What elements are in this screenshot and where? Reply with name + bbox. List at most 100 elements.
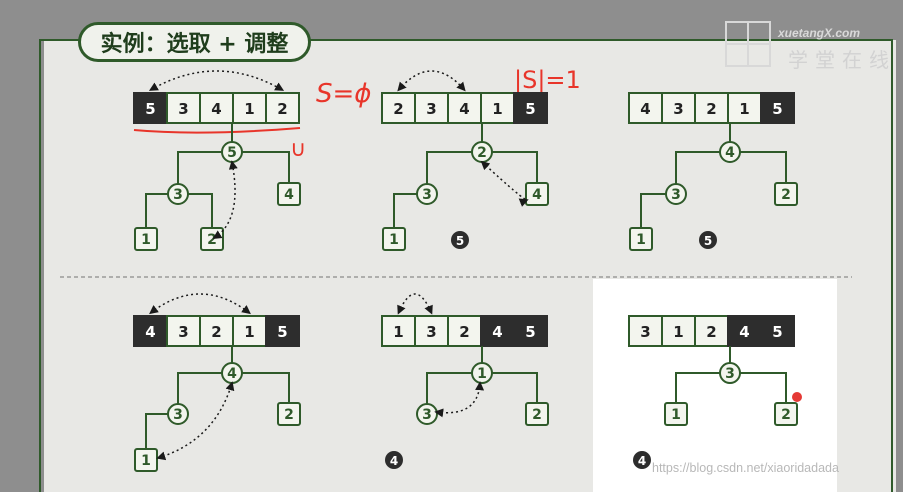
- logo-brand: xuetangX.com: [778, 26, 861, 40]
- array-cell: [661, 315, 696, 347]
- tree-node: 3: [422, 187, 432, 203]
- array-value: 5: [525, 323, 535, 341]
- array-value: 1: [673, 323, 683, 341]
- array-value: 3: [673, 100, 683, 118]
- array-cell: [760, 92, 795, 124]
- tree-leaf: 4: [284, 187, 294, 203]
- tree-leaf: 2: [207, 232, 217, 248]
- result-value: 4: [390, 454, 398, 468]
- array-value: 4: [145, 323, 155, 341]
- tree-leaf: 1: [636, 232, 646, 248]
- tree-node-circle: [167, 183, 189, 205]
- array-value: 3: [426, 323, 436, 341]
- swap-arc: [148, 70, 285, 91]
- tree-edge: [492, 151, 538, 183]
- array-value: 2: [277, 100, 287, 118]
- tree-node: 3: [671, 187, 681, 203]
- tree-leaf: 2: [781, 187, 791, 203]
- array-value: 3: [640, 323, 650, 341]
- array-value: 4: [459, 100, 469, 118]
- array-cell: [447, 92, 482, 124]
- watermark: https://blog.csdn.net/xiaoridadada: [652, 461, 839, 475]
- result-dot: [633, 451, 651, 469]
- tree-edge: [426, 151, 472, 184]
- array-cell: [133, 92, 168, 124]
- array-cell: [133, 315, 168, 347]
- array-cell: [480, 92, 515, 124]
- tree-leaf-box: [629, 227, 653, 251]
- cursor-icon: [792, 392, 802, 402]
- tree-leaf-box: [525, 402, 549, 426]
- array-value: 5: [145, 100, 155, 118]
- array-cell: [265, 315, 300, 347]
- tree-node: 3: [422, 407, 432, 423]
- tree-leaf-box: [277, 402, 301, 426]
- tree-edge: [640, 193, 666, 228]
- array-cell: [199, 315, 234, 347]
- tree-edge: [145, 193, 168, 228]
- tree-root-circle: [719, 141, 741, 163]
- array-value: 4: [739, 323, 749, 341]
- array-cell: [513, 92, 548, 124]
- tree-leaf: 1: [671, 407, 681, 423]
- slide-border: [39, 39, 893, 492]
- tree-edge: [426, 372, 472, 404]
- annotation-union: ∪: [290, 137, 306, 162]
- array-value: 5: [525, 100, 535, 118]
- tree-root: 4: [227, 366, 237, 382]
- result-dot: [451, 231, 469, 249]
- logo-cn: 学堂在线: [788, 48, 896, 72]
- tree-root: 4: [725, 145, 735, 161]
- tree-leaf-box: [277, 182, 301, 206]
- tree-edge: [393, 193, 417, 228]
- percolate-arc: [212, 160, 238, 239]
- tree-leaf: 2: [781, 407, 791, 423]
- array-value: 1: [393, 323, 403, 341]
- swap-arc: [397, 293, 433, 315]
- array-value: 3: [426, 100, 436, 118]
- tree-edge: [675, 372, 720, 403]
- array-value: 1: [492, 100, 502, 118]
- array-value: 1: [244, 323, 254, 341]
- tree-edge: [492, 372, 538, 403]
- tree-leaf: 1: [141, 232, 151, 248]
- array-value: 5: [277, 323, 287, 341]
- tree-root: 2: [477, 145, 487, 161]
- tree-edge: [740, 372, 787, 403]
- array-cell: [760, 315, 795, 347]
- tree-edge: [177, 151, 222, 184]
- annotation-underline: [133, 127, 301, 134]
- tree-edge: [675, 151, 720, 184]
- array-cell: [265, 92, 300, 124]
- annotation-s-size: |S|=1: [514, 66, 581, 94]
- array-value: 3: [178, 100, 188, 118]
- tree-leaf-box: [774, 402, 798, 426]
- panel-2: 2 3 4 1 5 2 3 4 1 5: [381, 70, 549, 251]
- array-value: 4: [211, 100, 221, 118]
- tree-root: 5: [227, 145, 237, 161]
- highlight-panel: [593, 279, 837, 492]
- swap-arc: [149, 293, 251, 315]
- tree-node: 3: [173, 407, 183, 423]
- tree-leaf-box: [774, 182, 798, 206]
- tree-leaf: 4: [532, 187, 542, 203]
- array-value: 5: [772, 100, 782, 118]
- array-value: 2: [393, 100, 403, 118]
- result-value: 5: [456, 234, 464, 248]
- array-value: 2: [459, 323, 469, 341]
- array-cell: [381, 315, 416, 347]
- annotation-s-empty: S=ϕ: [316, 79, 371, 109]
- array-value: 4: [492, 323, 502, 341]
- tree-root: 1: [477, 366, 487, 382]
- result-dot: [699, 231, 717, 249]
- array-value: 2: [706, 100, 716, 118]
- tree-leaf: 1: [389, 232, 399, 248]
- array-value: 1: [739, 100, 749, 118]
- array-cell: [694, 315, 729, 347]
- array-value: 4: [640, 100, 650, 118]
- tree-leaf: 2: [284, 407, 294, 423]
- slide-title: 实例：选取 + 调整: [78, 22, 311, 62]
- tree-edge: [188, 193, 213, 228]
